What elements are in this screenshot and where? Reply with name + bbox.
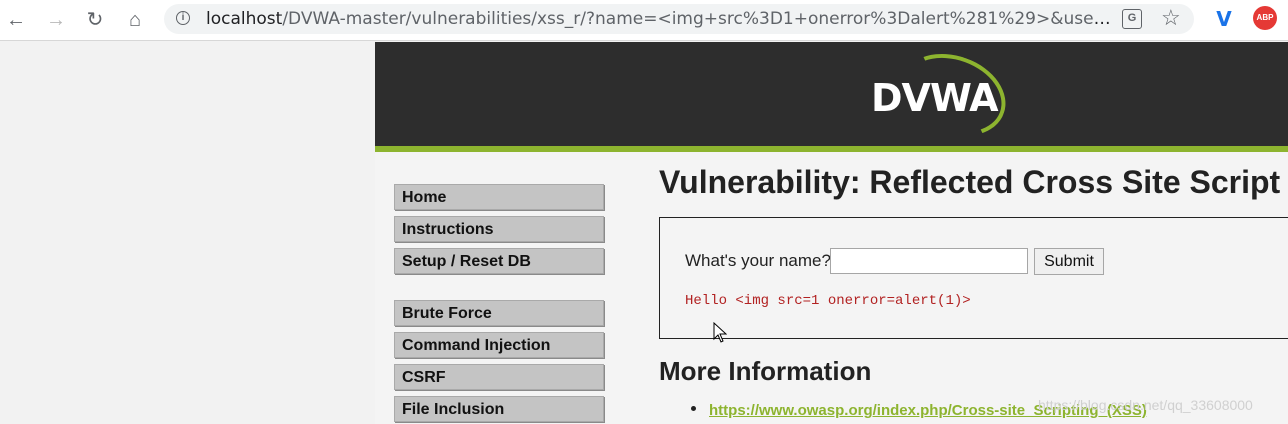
sidebar-item-home[interactable]: Home [394, 184, 604, 210]
star-icon[interactable]: ☆ [1161, 5, 1181, 30]
owasp-xss-link[interactable]: https://www.owasp.org/index.php/Cross-si… [709, 402, 1147, 419]
reflected-output: Hello <img src=1 onerror=alert(1)> [685, 293, 971, 309]
more-info-heading: More Information [659, 356, 872, 386]
extension-v-icon[interactable]: V [1216, 7, 1232, 31]
name-label: What's your name? [685, 251, 831, 270]
header: DVWA [375, 39, 1288, 151]
submit-button[interactable]: Submit [1034, 248, 1104, 275]
browser-toolbar: ← → ↻ ⌂ i localhost/DVWA-master/vulnerab… [0, 0, 1288, 41]
logo-text: DVWA [871, 76, 999, 120]
forward-icon[interactable]: → [46, 9, 66, 31]
dvwa-logo[interactable]: DVWA [871, 39, 1018, 151]
url-host: localhost [206, 9, 283, 29]
url-path: /DVWA-master/vulnerabilities/xss_r/?name… [282, 9, 1111, 29]
sidebar-item-command-injection[interactable]: Command Injection [394, 332, 604, 358]
dvwa-page: DVWA Home Instructions Setup / Reset DB … [375, 39, 1288, 424]
name-input[interactable] [830, 248, 1028, 274]
list-bullet [691, 406, 696, 411]
url-text[interactable]: localhost/DVWA-master/vulnerabilities/xs… [206, 9, 1111, 29]
sidebar-item-brute-force[interactable]: Brute Force [394, 300, 604, 326]
sidebar-item-file-inclusion[interactable]: File Inclusion [394, 396, 604, 422]
vulnerable-code-area: What's your name? Submit Hello <img src=… [659, 217, 1288, 339]
home-icon[interactable]: ⌂ [128, 9, 142, 31]
adblock-icon[interactable]: ABP [1253, 6, 1277, 30]
watermark: https://blog.csdn.net/qq_33608000 [1038, 397, 1253, 413]
sidebar-item-setup[interactable]: Setup / Reset DB [394, 248, 604, 274]
translate-icon[interactable]: G [1122, 9, 1142, 29]
info-icon[interactable]: i [176, 11, 190, 25]
address-bar[interactable]: i localhost/DVWA-master/vulnerabilities/… [164, 4, 1194, 34]
sidebar-item-csrf[interactable]: CSRF [394, 364, 604, 390]
reload-icon[interactable]: ↻ [86, 9, 104, 31]
back-icon[interactable]: ← [6, 9, 26, 31]
header-stripe [375, 146, 1288, 152]
page-title: Vulnerability: Reflected Cross Site Scri… [659, 164, 1281, 200]
sidebar-item-instructions[interactable]: Instructions [394, 216, 604, 242]
